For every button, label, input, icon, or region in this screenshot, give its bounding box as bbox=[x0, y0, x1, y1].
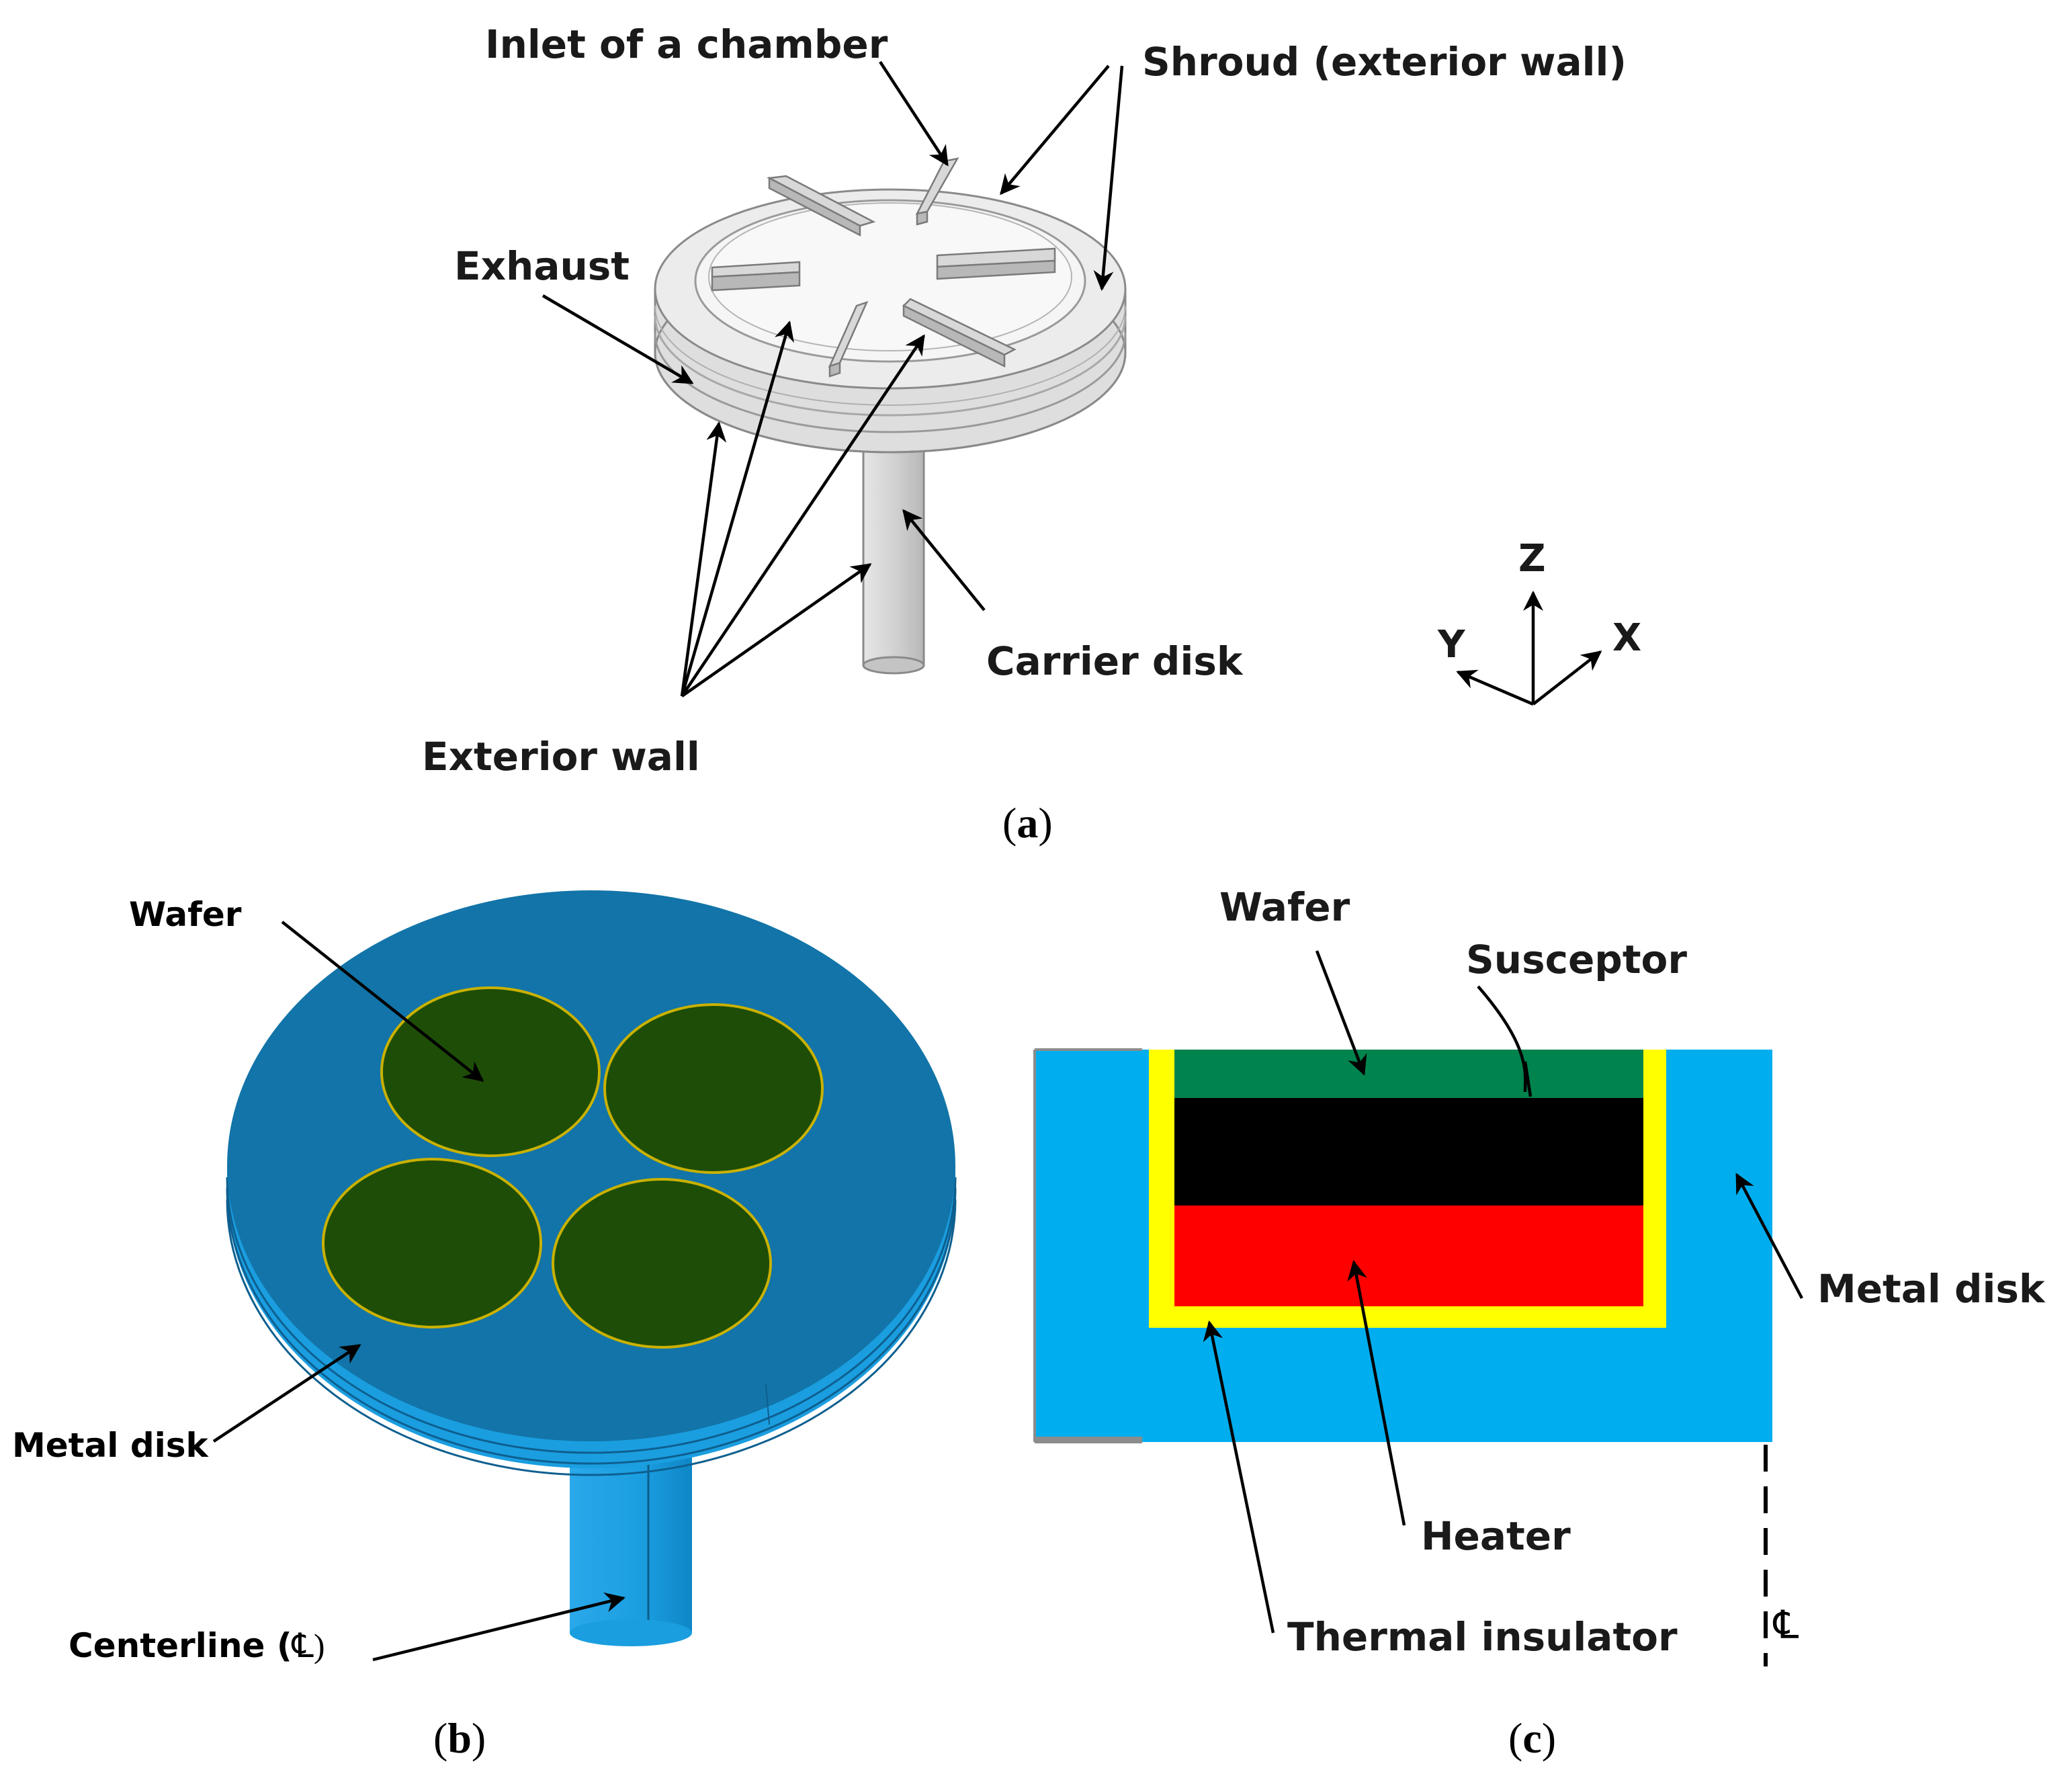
panel-b-arrows bbox=[212, 921, 625, 1662]
label-exterior-wall: Exterior wall bbox=[422, 734, 700, 779]
panel-c-arrows bbox=[1203, 950, 1803, 1634]
carrier-shaft-a bbox=[862, 429, 925, 675]
caption-a: (a) bbox=[1002, 799, 1053, 847]
inlet-bars bbox=[711, 157, 1056, 378]
label-inlet: Inlet of a chamber bbox=[485, 22, 888, 67]
axis-x-label: X bbox=[1612, 616, 1641, 660]
wafer-layer bbox=[1174, 1050, 1643, 1098]
metal-disk-3d bbox=[226, 890, 957, 1476]
cross-section bbox=[1033, 1048, 1772, 1666]
panel-a-arrows bbox=[542, 60, 1124, 697]
susceptor-layer bbox=[1174, 1098, 1643, 1205]
caption-b-letter: b bbox=[447, 1714, 472, 1762]
label-thermal-insulator-c: Thermal insulator bbox=[1287, 1614, 1678, 1660]
panel-a: Inlet of a chamber Shroud (exterior wall… bbox=[422, 22, 1641, 847]
wafers-3d bbox=[322, 986, 824, 1349]
axis-triad: Z Y X bbox=[1437, 537, 1641, 706]
caption-b: (b) bbox=[433, 1714, 486, 1762]
panel-b: Wafer Metal disk Centerline (℄) (b) bbox=[12, 890, 957, 1762]
label-susceptor-c: Susceptor bbox=[1466, 937, 1687, 982]
axis-y-label: Y bbox=[1437, 623, 1466, 667]
label-carrier-disk: Carrier disk bbox=[986, 638, 1244, 684]
label-metal-disk-b: Metal disk bbox=[12, 1426, 210, 1465]
label-centerline-c: ℄ bbox=[1772, 1603, 1799, 1647]
chamber-disk bbox=[654, 188, 1127, 454]
label-centerline-b: Centerline (℄) bbox=[69, 1626, 325, 1665]
centerline-close: ) bbox=[314, 1627, 325, 1664]
label-wafer-c: Wafer bbox=[1219, 884, 1350, 930]
heater-layer bbox=[1174, 1205, 1643, 1306]
panel-c: Wafer Susceptor Metal disk Heater Therma… bbox=[1033, 884, 2046, 1762]
axis-z-label: Z bbox=[1518, 537, 1546, 581]
caption-a-letter: a bbox=[1017, 799, 1038, 847]
label-metal-disk-c: Metal disk bbox=[1817, 1266, 2046, 1312]
label-wafer-b: Wafer bbox=[129, 895, 242, 934]
centerline-symbol: ℄ bbox=[291, 1627, 314, 1664]
label-heater-c: Heater bbox=[1421, 1513, 1571, 1559]
caption-c-letter: c bbox=[1522, 1714, 1541, 1762]
label-exhaust: Exhaust bbox=[454, 243, 630, 289]
caption-c: (c) bbox=[1508, 1714, 1556, 1762]
label-shroud: Shroud (exterior wall) bbox=[1142, 39, 1627, 85]
centerline-text: Centerline ( bbox=[69, 1626, 292, 1665]
